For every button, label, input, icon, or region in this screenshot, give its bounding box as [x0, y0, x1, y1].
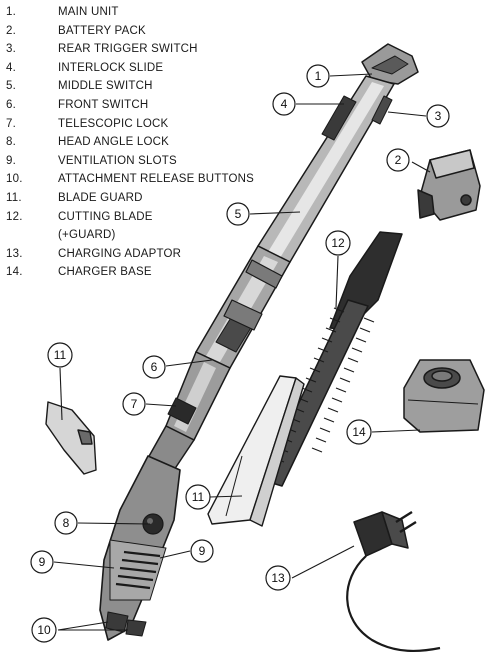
legend-item-charger-base: 14. CHARGER BASE: [6, 266, 254, 285]
callout-11-small-label: 11: [54, 348, 67, 362]
callout-10-label: 10: [37, 623, 51, 637]
legend-label: BATTERY PACK: [58, 24, 146, 37]
callout-6: 6: [142, 355, 166, 379]
callout-6-label: 6: [151, 360, 158, 374]
callout-11-small: 11: [47, 342, 73, 368]
callout-5-label: 5: [235, 207, 242, 221]
legend-label: MIDDLE SWITCH: [58, 80, 153, 93]
callout-14: 14: [346, 419, 372, 445]
charging-adaptor: [346, 510, 441, 653]
legend-item-cutting-blade-guard: (+GUARD): [6, 229, 254, 248]
callout-12: 12: [325, 230, 351, 256]
legend-label: (+GUARD): [58, 229, 116, 242]
callout-4: 4: [272, 92, 296, 116]
callout-4-label: 4: [281, 97, 288, 111]
callout-14-label: 14: [352, 425, 366, 439]
callout-1: 1: [306, 64, 330, 88]
callout-3: 3: [426, 104, 450, 128]
legend-item-blade-guard: 11. BLADE GUARD: [6, 192, 254, 211]
legend-item-cutting-blade: 12. CUTTING BLADE: [6, 211, 254, 230]
leader-lines: [53, 73, 431, 631]
legend-label: MAIN UNIT: [58, 6, 119, 18]
legend-label: HEAD ANGLE LOCK: [58, 136, 170, 149]
callout-10: 10: [31, 617, 57, 643]
legend-label: CUTTING BLADE: [58, 210, 153, 223]
legend-number: 10.: [6, 173, 23, 186]
legend-item-main-unit: 1. MAIN UNIT: [6, 6, 254, 25]
callout-11-long-label: 11: [192, 490, 205, 504]
legend-item-ventilation-slots: 9. VENTILATION SLOTS: [6, 155, 254, 174]
legend-number: 9.: [6, 154, 16, 167]
legend-label: CHARGER BASE: [58, 266, 152, 279]
legend-label: TELESCOPIC LOCK: [58, 117, 169, 130]
callout-12-label: 12: [331, 236, 345, 250]
legend-label: ATTACHMENT RELEASE BUTTONS: [58, 173, 255, 186]
callout-13: 13: [265, 565, 291, 591]
parts-legend: 1. MAIN UNIT 2. BATTERY PACK 3. REAR TRIGGE…: [6, 6, 254, 285]
legend-number: 8.: [6, 136, 16, 149]
legend-number: 3.: [6, 43, 16, 56]
legend-number: 7.: [6, 117, 16, 130]
callout-11-long: 11: [185, 484, 211, 510]
legend-item-head-angle-lock: 8. HEAD ANGLE LOCK: [6, 136, 254, 155]
callout-9-left: 9: [30, 550, 54, 574]
callout-9-right: 9: [190, 539, 214, 563]
callout-8-label: 8: [63, 516, 70, 530]
legend-number: 5.: [6, 80, 16, 93]
callout-7-label: 7: [131, 397, 138, 411]
legend-label: REAR TRIGGER SWITCH: [58, 43, 198, 56]
callout-9-right-label: 9: [199, 544, 206, 558]
legend-label: FRONT SWITCH: [58, 98, 149, 111]
blade-guard-small: [45, 401, 97, 475]
legend-item-charging-adaptor: 13. CHARGING ADAPTOR: [6, 248, 254, 267]
legend-item-middle-switch: 5. MIDDLE SWITCH: [6, 80, 254, 99]
callout-8: 8: [54, 511, 78, 535]
legend-number: 2.: [6, 24, 16, 37]
legend-item-battery-pack: 2. BATTERY PACK: [6, 25, 254, 44]
legend-item-interlock-slide: 4. INTERLOCK SLIDE: [6, 62, 254, 81]
legend-number: 12.: [6, 210, 23, 223]
legend-label: BLADE GUARD: [58, 191, 143, 204]
legend-label: INTERLOCK SLIDE: [58, 61, 164, 74]
legend-number: 4.: [6, 61, 16, 74]
callout-1-label: 1: [315, 69, 322, 83]
pole-assembly: [99, 43, 419, 641]
legend-item-front-switch: 6. FRONT SWITCH: [6, 99, 254, 118]
cutting-blade: [261, 231, 403, 487]
legend-number: 13.: [6, 247, 23, 260]
legend-number: 1.: [6, 6, 16, 18]
legend-item-rear-trigger: 3. REAR TRIGGER SWITCH: [6, 43, 254, 62]
legend-number: 14.: [6, 266, 23, 279]
charger-base: [403, 359, 485, 433]
callout-13-label: 13: [271, 571, 285, 585]
legend-label: VENTILATION SLOTS: [58, 154, 177, 167]
legend-number: 11.: [6, 191, 22, 204]
callout-5: 5: [226, 202, 250, 226]
battery-pack: [417, 149, 481, 221]
legend-item-telescopic-lock: 7. TELESCOPIC LOCK: [6, 118, 254, 137]
blade-guard-long: [207, 375, 305, 527]
callout-9-left-label: 9: [39, 555, 46, 569]
legend-number: 6.: [6, 98, 16, 111]
callout-2-label: 2: [395, 153, 402, 167]
legend-label: CHARGING ADAPTOR: [58, 247, 182, 260]
callout-3-label: 3: [435, 109, 442, 123]
callout-2: 2: [386, 148, 410, 172]
callout-7: 7: [122, 392, 146, 416]
legend-item-attachment-release: 10. ATTACHMENT RELEASE BUTTONS: [6, 173, 254, 192]
